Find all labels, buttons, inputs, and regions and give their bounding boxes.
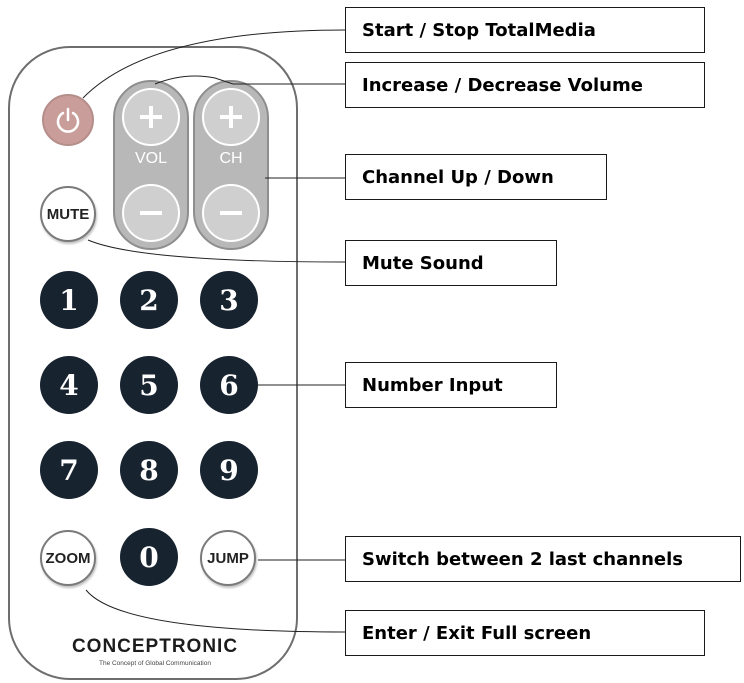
- callout-jump-text: Switch between 2 last channels: [362, 548, 683, 570]
- channel-up-button[interactable]: [202, 88, 260, 146]
- callout-numbers-text: Number Input: [362, 374, 503, 396]
- number-key-label: 3: [219, 283, 239, 317]
- zoom-button[interactable]: ZOOM: [40, 530, 96, 586]
- number-key-label: 8: [139, 453, 159, 487]
- minus-icon: [220, 211, 242, 215]
- callout-power: Start / Stop TotalMedia: [345, 7, 705, 53]
- number-key-7[interactable]: 7: [40, 441, 98, 499]
- number-key-9[interactable]: 9: [200, 441, 258, 499]
- number-key-4[interactable]: 4: [40, 356, 98, 414]
- number-key-label: 0: [139, 540, 159, 574]
- number-key-2[interactable]: 2: [120, 271, 178, 329]
- number-key-5[interactable]: 5: [120, 356, 178, 414]
- power-icon: [56, 107, 80, 133]
- power-button[interactable]: [42, 94, 94, 146]
- number-key-8[interactable]: 8: [120, 441, 178, 499]
- leader-line-mute: [87, 239, 346, 263]
- callout-channel-text: Channel Up / Down: [362, 166, 554, 188]
- number-key-label: 6: [219, 368, 239, 402]
- plus-icon: [220, 106, 242, 128]
- jump-button-label: JUMP: [207, 549, 249, 567]
- number-key-label: 7: [59, 453, 79, 487]
- number-key-label: 2: [139, 283, 159, 317]
- callout-zoom: Enter / Exit Full screen: [345, 610, 705, 656]
- brand-logo: CONCEPTRONIC: [71, 636, 239, 657]
- channel-label: CH: [219, 150, 243, 167]
- number-key-1[interactable]: 1: [40, 271, 98, 329]
- leader-line-volume: [154, 75, 345, 85]
- channel-down-button[interactable]: [202, 184, 260, 242]
- number-key-label: 9: [219, 453, 239, 487]
- callout-mute: Mute Sound: [345, 240, 557, 286]
- callout-jump: Switch between 2 last channels: [345, 536, 741, 582]
- channel-rocker: CH: [193, 80, 269, 250]
- volume-label: VOL: [134, 150, 167, 167]
- callout-zoom-text: Enter / Exit Full screen: [362, 622, 592, 644]
- plus-icon: [140, 106, 162, 128]
- number-key-label: 4: [59, 368, 79, 402]
- mute-button-label: MUTE: [46, 205, 90, 223]
- number-key-3[interactable]: 3: [200, 271, 258, 329]
- number-key-label: 1: [59, 283, 79, 317]
- callout-numbers: Number Input: [345, 362, 557, 408]
- mute-button[interactable]: MUTE: [40, 186, 96, 242]
- leader-line-power: [82, 29, 346, 99]
- jump-button[interactable]: JUMP: [200, 530, 256, 586]
- callout-volume: Increase / Decrease Volume: [345, 62, 705, 108]
- number-key-0[interactable]: 0: [120, 528, 178, 586]
- volume-up-button[interactable]: [122, 88, 180, 146]
- number-key-6[interactable]: 6: [200, 356, 258, 414]
- callout-channel: Channel Up / Down: [345, 154, 607, 200]
- volume-rocker: VOL: [113, 80, 189, 250]
- minus-icon: [140, 211, 162, 215]
- number-key-label: 5: [139, 368, 159, 402]
- zoom-button-label: ZOOM: [45, 549, 91, 567]
- brand-tagline: The Concept of Global Communication: [98, 660, 211, 667]
- leader-line-zoom: [85, 589, 346, 633]
- callout-power-text: Start / Stop TotalMedia: [362, 19, 596, 41]
- volume-down-button[interactable]: [122, 184, 180, 242]
- callout-volume-text: Increase / Decrease Volume: [362, 74, 643, 96]
- callout-mute-text: Mute Sound: [362, 252, 484, 274]
